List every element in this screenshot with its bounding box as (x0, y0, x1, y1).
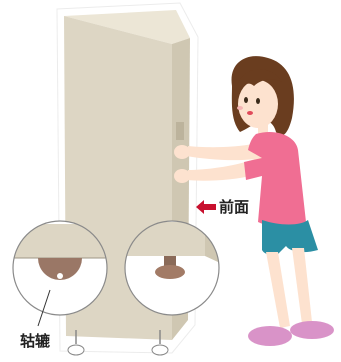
front-label: 前面 (219, 198, 250, 216)
girl (174, 56, 334, 346)
cabinet-top (64, 10, 190, 44)
side-bracket (176, 122, 184, 140)
foot-pad (155, 265, 185, 279)
front-arrow (196, 200, 216, 214)
caster-label: 轱辘 (20, 332, 51, 350)
caster-wheel (38, 258, 82, 280)
cabinet-casters (67, 330, 169, 356)
